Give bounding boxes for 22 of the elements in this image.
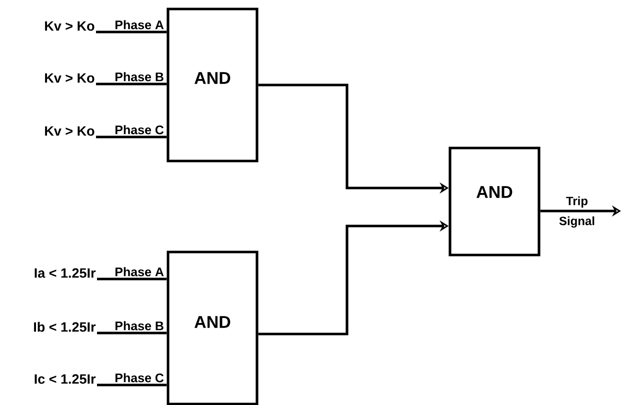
edge-label: Phase B xyxy=(116,321,164,330)
edge-label: Phase B xyxy=(116,72,164,82)
connector-line xyxy=(97,332,167,334)
edge-label: Phase C xyxy=(116,125,164,134)
input-condition: Ia < 1.25Ir xyxy=(34,268,96,278)
edge-label: Phase A xyxy=(116,267,164,276)
input-condition: Kv > Ko xyxy=(45,73,94,83)
connector-line xyxy=(97,278,167,280)
connector-line xyxy=(97,384,167,386)
and-gate: AND xyxy=(166,250,258,405)
input-condition: Kv > Ko xyxy=(45,126,94,136)
input-condition: Ic < 1.25Ir xyxy=(34,374,96,384)
edge-label: Phase A xyxy=(116,20,164,30)
input-condition: Ib < 1.25Ir xyxy=(34,322,96,332)
input-condition: Kv > Ko xyxy=(45,21,94,31)
connector-line xyxy=(96,30,167,34)
connector-line xyxy=(96,136,167,138)
and-gate: AND xyxy=(166,8,258,162)
connector-line xyxy=(96,82,167,86)
edge-label: Trip Signal xyxy=(559,196,594,228)
edge-label: Phase C xyxy=(116,373,164,382)
and-gate: AND xyxy=(448,146,540,256)
